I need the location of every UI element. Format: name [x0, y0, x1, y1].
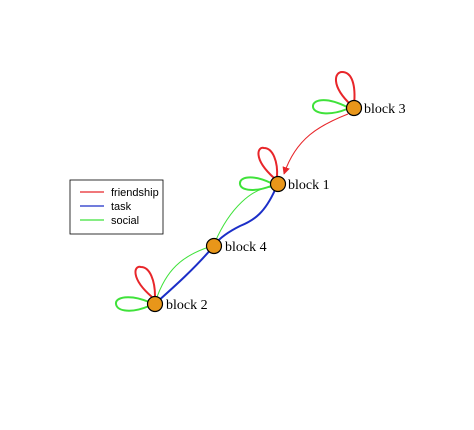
- node-block2-circle[interactable]: [146, 295, 164, 313]
- edges: [155, 113, 349, 303]
- legend-label-friendship: friendship: [111, 187, 159, 199]
- edge-block3-block1-friendship: [282, 113, 349, 175]
- legend-label-social: social: [111, 215, 139, 227]
- node-block2-label: block 2: [166, 298, 208, 313]
- node-block4[interactable]: block 4: [205, 237, 267, 256]
- node-block4-label: block 4: [225, 240, 267, 255]
- node-block1[interactable]: block 1: [269, 175, 330, 194]
- edge-block4-block2-social: [155, 246, 210, 301]
- loop-block2-friendship: [134, 265, 156, 298]
- loop-block1-social: [239, 176, 272, 191]
- nodes: block 3 block 1 block 4 block 2: [146, 99, 406, 314]
- edge-block4-block2-task: [156, 247, 213, 303]
- legend-label-task: task: [111, 201, 132, 213]
- node-block1-circle[interactable]: [269, 175, 287, 193]
- legend-box: [69, 179, 164, 235]
- loop-block3-friendship: [335, 70, 356, 106]
- self-loops: [115, 70, 356, 312]
- node-block4-circle[interactable]: [205, 237, 223, 255]
- loop-block3-social: [312, 99, 348, 115]
- node-block3-circle[interactable]: [345, 99, 363, 117]
- loop-block1-friendship: [257, 146, 279, 179]
- loop-block2-social: [115, 296, 150, 312]
- node-block3-label: block 3: [364, 102, 406, 117]
- edge-block1-block4-task: [214, 189, 276, 245]
- node-block2[interactable]: block 2: [146, 295, 208, 314]
- edge-block1-block4-social: [214, 186, 273, 243]
- node-block3[interactable]: block 3: [345, 99, 406, 118]
- node-block1-label: block 1: [288, 178, 330, 193]
- legend: friendship task social: [69, 179, 164, 235]
